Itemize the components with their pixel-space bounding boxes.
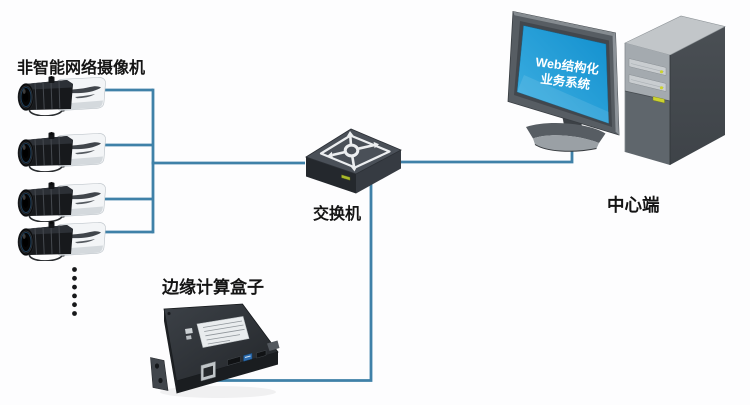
ellipsis-dot <box>72 293 77 299</box>
ellipsis-dot <box>72 275 77 281</box>
monitor-screen <box>516 25 610 124</box>
tower-pc-icon <box>624 15 726 165</box>
screen-text-line2: 业务系统 <box>540 71 592 92</box>
cameras-label: 非智能网络摄像机 <box>17 60 146 77</box>
edge-box-icon <box>150 303 280 398</box>
usb-port-2 <box>256 349 267 359</box>
hdmi-port <box>227 355 241 366</box>
ellipsis-dot <box>72 267 77 272</box>
camera-icon <box>17 182 107 222</box>
camera-icon <box>17 221 107 261</box>
device-label-sticker <box>196 316 250 348</box>
camera-list <box>17 76 107 261</box>
ellipsis-dot <box>72 311 77 316</box>
ethernet-port <box>200 361 216 382</box>
ellipsis-dot <box>72 302 77 308</box>
switch-to-edgebox-line <box>214 183 373 382</box>
camera-stub-lines <box>105 88 153 234</box>
monitor-icon: Web结构化 业务系统 <box>507 11 620 152</box>
switch-label: 交换机 <box>313 206 362 223</box>
tower-power-led <box>652 96 665 104</box>
ellipsis-dots <box>72 267 77 316</box>
ellipsis-dot <box>72 284 77 290</box>
switch-arrows-icon <box>327 131 379 172</box>
camera-icon <box>17 132 107 172</box>
camera-icon <box>17 76 107 116</box>
usb-port <box>243 352 253 362</box>
mounting-flange <box>150 357 169 391</box>
switch-led <box>341 174 351 181</box>
switch-icon <box>305 128 402 194</box>
drive-bays <box>628 58 667 92</box>
center-label: 中心端 <box>607 195 660 215</box>
edge-box-label: 边缘计算盒子 <box>162 278 264 297</box>
